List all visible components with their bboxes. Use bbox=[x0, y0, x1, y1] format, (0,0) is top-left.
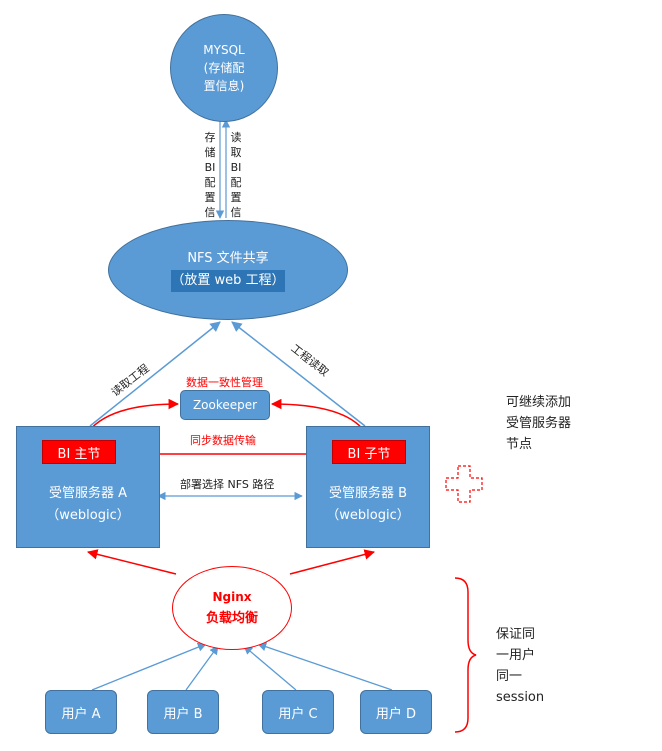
sync-data-label: 同步数据传输 bbox=[190, 434, 256, 447]
bi-child-label: BI 子节 bbox=[347, 446, 391, 462]
mysql-node: MYSQL (存储配 置信息) bbox=[170, 14, 278, 122]
add-node-plus-icon bbox=[445, 465, 483, 503]
nfs-node: NFS 文件共享 （放置 web 工程） bbox=[108, 220, 348, 320]
server-b-title: 受管服务器 B bbox=[328, 486, 408, 501]
server-a-sub: （weblogic） bbox=[46, 508, 130, 523]
add-note-line1: 可继续添加 bbox=[506, 395, 572, 410]
user-c-arrow bbox=[243, 645, 297, 691]
add-note-line2: 受管服务器 bbox=[506, 416, 572, 431]
session-note-line2: 一用户 bbox=[496, 648, 536, 663]
zookeeper-label: Zookeeper bbox=[192, 398, 258, 412]
server-b-node: 受管服务器 B （weblogic） bbox=[306, 426, 430, 548]
server-b-nfs-arrow bbox=[231, 321, 366, 427]
user-c-node: 用户 C bbox=[262, 690, 334, 734]
session-note: 保证同 一用户 同一 session bbox=[496, 624, 544, 708]
nginx-title: Nginx bbox=[212, 590, 252, 604]
session-note-line3: 同一 bbox=[496, 669, 523, 684]
nfs-path-label: 部署选择 NFS 路径 bbox=[180, 478, 275, 491]
server-a-nfs-arrow bbox=[89, 321, 221, 427]
bi-master-label: BI 主节 bbox=[57, 446, 101, 462]
server-a-node: 受管服务器 A （weblogic） bbox=[16, 426, 160, 548]
user-a-node: 用户 A bbox=[45, 690, 117, 734]
nginx-node: Nginx 负载均衡 bbox=[172, 566, 292, 650]
server-b-sub: （weblogic） bbox=[326, 508, 410, 523]
nginx-sub: 负载均衡 bbox=[205, 611, 258, 626]
nginx-server-a-arrow bbox=[86, 549, 177, 575]
mysql-sub2: 置信息) bbox=[203, 79, 245, 93]
mysql-title: MYSQL bbox=[203, 43, 245, 57]
user-a-arrow bbox=[91, 642, 207, 691]
zookeeper-caption: 数据一致性管理 bbox=[186, 376, 263, 389]
user-b-node: 用户 B bbox=[147, 690, 219, 734]
bi-master-badge: BI 主节 bbox=[42, 440, 116, 464]
user-b-arrow bbox=[185, 645, 219, 691]
session-note-line4: session bbox=[496, 690, 545, 705]
mysql-sub1: (存储配 bbox=[203, 61, 245, 75]
session-note-line1: 保证同 bbox=[496, 627, 536, 642]
nginx-server-b-arrow bbox=[289, 549, 376, 575]
zookeeper-node: Zookeeper bbox=[180, 390, 270, 420]
add-node-note: 可继续添加 受管服务器 节点 bbox=[506, 392, 571, 455]
bi-child-badge: BI 子节 bbox=[332, 440, 406, 464]
add-note-line3: 节点 bbox=[506, 437, 533, 452]
nfs-title: NFS 文件共享 bbox=[187, 251, 269, 266]
server-a-title: 受管服务器 A bbox=[48, 486, 128, 501]
store-bi-config-label: 存储BI配置信息 bbox=[204, 131, 216, 234]
user-d-node: 用户 D bbox=[360, 690, 432, 734]
nfs-sub: （放置 web 工程） bbox=[171, 270, 285, 292]
user-d-arrow bbox=[257, 642, 393, 691]
session-brace bbox=[454, 577, 477, 733]
